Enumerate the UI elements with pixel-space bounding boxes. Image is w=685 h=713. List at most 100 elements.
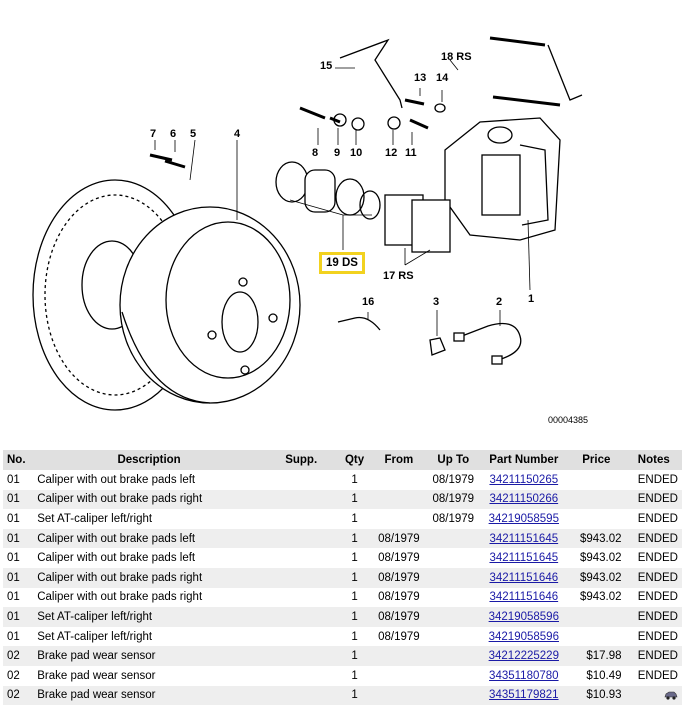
callout-19-highlighted[interactable]: 19 DS — [319, 252, 365, 274]
part-number-link[interactable]: 34219058595 — [488, 512, 559, 525]
cell-no: 01 — [7, 591, 20, 604]
cell-price — [567, 627, 625, 647]
cell-qty: 1 — [351, 630, 358, 643]
cell-price — [567, 470, 625, 490]
callout-13[interactable]: 13 — [414, 72, 427, 84]
cell-notes: ENDED — [625, 567, 682, 588]
callout-14[interactable]: 14 — [436, 72, 449, 84]
part-number-link[interactable]: 34351179821 — [489, 689, 559, 702]
col-upto: Up To — [426, 450, 481, 470]
cell-upto — [426, 588, 480, 608]
col-from: From — [371, 450, 427, 470]
cell-from: 08/1979 — [371, 567, 427, 588]
cell-supp — [264, 489, 338, 510]
callout-3[interactable]: 3 — [433, 296, 440, 308]
cell-notes — [625, 685, 682, 706]
part-number-link[interactable]: 34211151645 — [489, 552, 559, 565]
cell-part-number: 34211151645 — [480, 528, 568, 549]
cell-no: 01 — [3, 528, 34, 549]
cell-part-number: 34211150266 — [480, 489, 568, 510]
col-price: Price — [567, 450, 626, 470]
part-number-link[interactable]: 34211151646 — [489, 571, 559, 584]
cell-upto: 08/1979 — [426, 489, 481, 510]
callout-5[interactable]: 5 — [190, 128, 197, 140]
cell-description: Set AT-caliper left/right — [37, 630, 153, 643]
cell-from — [371, 646, 427, 666]
cell-notes: ENDED — [637, 630, 678, 643]
cell-notes: ENDED — [637, 473, 678, 486]
cell-price — [567, 607, 626, 627]
callout-9[interactable]: 9 — [334, 147, 341, 159]
callout-1[interactable]: 1 — [528, 293, 535, 305]
cell-price: $943.02 — [567, 567, 626, 588]
cell-qty: 1 — [351, 512, 358, 525]
cell-supp — [265, 548, 338, 568]
cell-description: Set AT-caliper left/right — [37, 512, 153, 525]
spring-clip — [339, 38, 403, 109]
cell-from — [371, 489, 427, 510]
part-number-link[interactable]: 34212225229 — [488, 650, 559, 663]
car-icon[interactable] — [664, 691, 678, 700]
callout-11[interactable]: 11 — [405, 147, 417, 159]
cell-no: 01 — [7, 473, 20, 486]
cell-supp — [264, 607, 338, 627]
callout-17[interactable]: 17 RS — [383, 270, 414, 282]
callout-15[interactable]: 15 — [320, 60, 333, 72]
cell-part-number: 34211151646 — [480, 567, 568, 588]
cell-from — [372, 470, 426, 490]
part-number-link[interactable]: 34211150265 — [489, 473, 559, 486]
cell-qty: 1 — [351, 473, 358, 486]
cell-qty: 1 — [337, 685, 372, 706]
brake-pad-outer — [411, 199, 451, 253]
part-number-link[interactable]: 34351180780 — [489, 669, 559, 682]
callout-8[interactable]: 8 — [312, 147, 319, 159]
callout-12[interactable]: 12 — [385, 147, 398, 159]
cell-upto — [426, 627, 480, 647]
brake-assembly-drawing — [32, 36, 583, 411]
callout-7[interactable]: 7 — [150, 128, 157, 140]
cell-supp — [264, 685, 338, 706]
cell-notes: ENDED — [637, 591, 678, 604]
callout-16[interactable]: 16 — [362, 296, 375, 308]
col-supp: Supp. — [264, 450, 338, 470]
part-number-link[interactable]: 34219058596 — [488, 610, 559, 623]
cell-no: 02 — [3, 646, 34, 666]
cell-no: 01 — [3, 489, 34, 510]
part-number-link[interactable]: 34219058596 — [488, 630, 559, 643]
cell-from: 08/1979 — [378, 630, 420, 643]
cell-price: $10.49 — [586, 669, 622, 682]
col-no: No. — [3, 450, 34, 470]
cell-upto — [426, 567, 481, 588]
col-notes: Notes — [625, 450, 682, 470]
drawing-id: 00004385 — [548, 415, 589, 425]
part-number-link[interactable]: 34211150266 — [489, 493, 559, 506]
callout-10[interactable]: 10 — [350, 147, 363, 159]
callout-4[interactable]: 4 — [234, 128, 241, 140]
cell-price: $10.93 — [567, 685, 626, 706]
callout-18[interactable]: 18 RS — [441, 51, 472, 63]
seal-ring — [335, 178, 365, 216]
col-part-number: Part Number — [480, 450, 568, 470]
callout-2[interactable]: 2 — [496, 296, 503, 308]
cell-price: $943.02 — [579, 591, 622, 604]
cell-supp — [265, 627, 338, 647]
cell-from — [371, 685, 427, 706]
guide-pins — [489, 36, 561, 107]
part-number-link[interactable]: 34211151645 — [489, 532, 559, 545]
cell-notes: ENDED — [625, 646, 682, 666]
callout-6[interactable]: 6 — [170, 128, 177, 140]
cell-upto — [426, 646, 481, 666]
cell-description: Brake pad wear sensor — [37, 669, 156, 682]
part-number-link[interactable]: 34211151646 — [489, 591, 559, 604]
cell-upto — [426, 685, 481, 706]
col-qty: Qty — [337, 450, 372, 470]
cell-supp — [265, 470, 338, 490]
cell-description: Caliper with out brake pads left — [33, 528, 265, 549]
cell-qty: 1 — [337, 567, 372, 588]
